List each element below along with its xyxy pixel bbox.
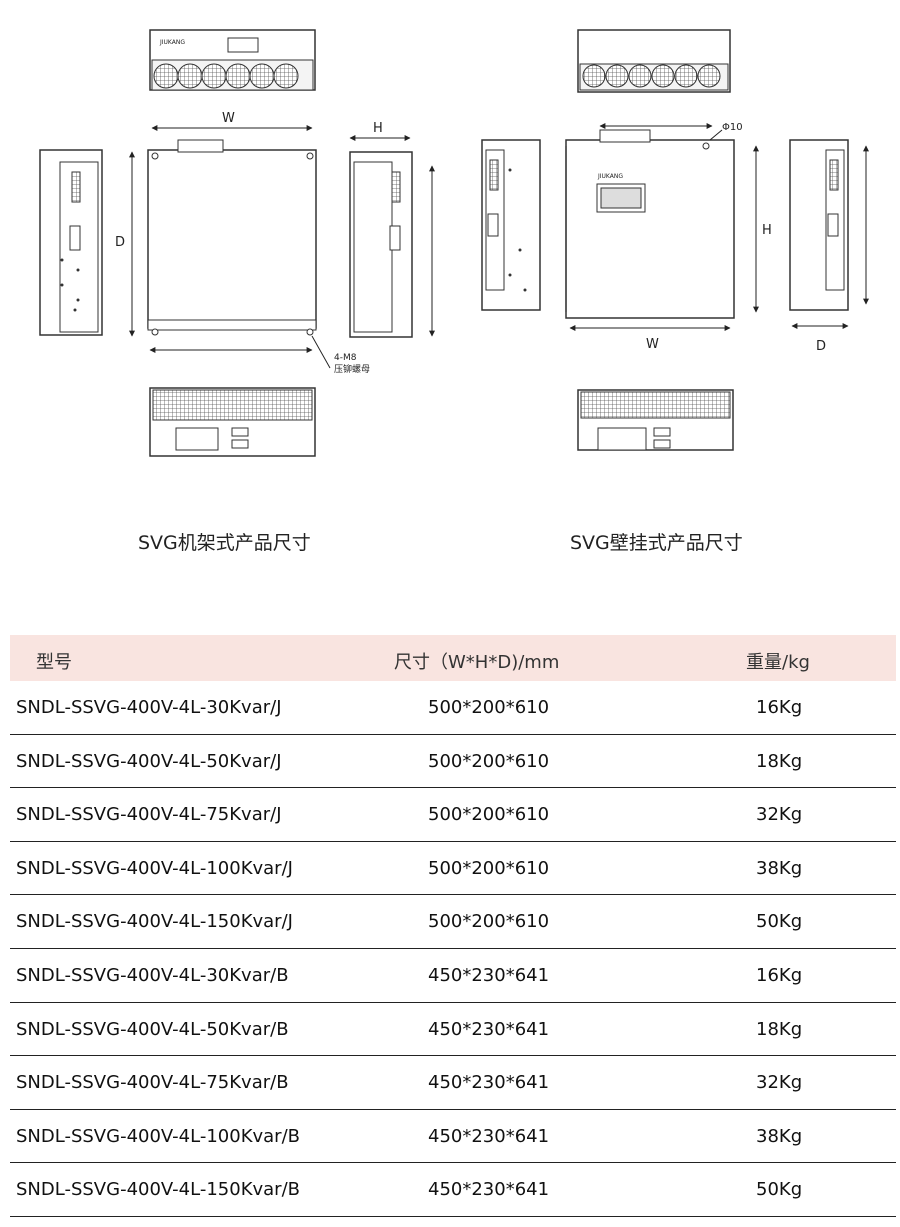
header-weight: 重量/kg [746, 652, 810, 673]
table-row: SNDL-SSVG-400V-4L-50Kvar/B 450*230*641 1… [10, 1003, 896, 1057]
wall-label-phi: Φ10 [722, 122, 743, 133]
wall-bottom-view [577, 389, 734, 451]
cell-model: SNDL-SSVG-400V-4L-100Kvar/B [16, 1125, 300, 1147]
wall-logo-text: JIUKANG [597, 173, 623, 180]
wall-label-w: W [646, 337, 659, 352]
table-header: 型号 尺寸（W*H*D)/mm 重量/kg [10, 635, 896, 681]
cell-weight: 32Kg [756, 804, 803, 826]
wall-side-view-left [481, 139, 541, 311]
cell-size: 500*200*610 [428, 857, 550, 879]
spec-table: 型号 尺寸（W*H*D)/mm 重量/kg SNDL-SSVG-400V-4L-… [10, 635, 896, 1217]
cell-weight: 16Kg [756, 964, 803, 986]
cell-model: SNDL-SSVG-400V-4L-75Kvar/J [16, 804, 282, 826]
table-row: SNDL-SSVG-400V-4L-30Kvar/J 500*200*610 1… [10, 681, 896, 735]
cell-size: 500*200*610 [428, 804, 550, 826]
cell-model: SNDL-SSVG-400V-4L-100Kvar/J [16, 857, 293, 879]
cell-size: 500*200*610 [428, 697, 550, 718]
cell-model: SNDL-SSVG-400V-4L-75Kvar/B [16, 1072, 289, 1094]
cell-weight: 50Kg [756, 1179, 803, 1201]
wall-front-view: JIUKANG Φ10 H W [565, 122, 772, 352]
table-row: SNDL-SSVG-400V-4L-100Kvar/B 450*230*641 … [10, 1110, 896, 1164]
table-row: SNDL-SSVG-400V-4L-75Kvar/B 450*230*641 3… [10, 1056, 896, 1110]
table-row: SNDL-SSVG-400V-4L-100Kvar/J 500*200*610 … [10, 842, 896, 896]
cell-model: SNDL-SSVG-400V-4L-50Kvar/J [16, 750, 282, 772]
cell-size: 450*230*641 [428, 1125, 550, 1147]
rack-top-view: W D 4-M8 压铆螺母 [115, 111, 370, 375]
cell-weight: 16Kg [756, 697, 803, 718]
cell-weight: 32Kg [756, 1072, 803, 1094]
wall-label-d: D [816, 339, 826, 354]
cell-weight: 50Kg [756, 911, 803, 933]
cell-weight: 38Kg [756, 857, 803, 879]
rack-caption: SVG机架式产品尺寸 [138, 532, 311, 554]
table-row: SNDL-SSVG-400V-4L-30Kvar/B 450*230*641 1… [10, 949, 896, 1003]
rack-note-nut-spec: 4-M8 [334, 353, 357, 363]
cell-model: SNDL-SSVG-400V-4L-30Kvar/B [16, 964, 289, 986]
header-model: 型号 [36, 652, 72, 673]
rack-front-view: JIUKANG [149, 29, 316, 91]
cell-model: SNDL-SSVG-400V-4L-50Kvar/B [16, 1018, 289, 1040]
table-row: SNDL-SSVG-400V-4L-150Kvar/J 500*200*610 … [10, 895, 896, 949]
wall-side-view-right: D [789, 139, 869, 354]
wall-caption: SVG壁挂式产品尺寸 [570, 532, 743, 554]
rack-side-view-right: H [349, 121, 435, 338]
cell-model: SNDL-SSVG-400V-4L-150Kvar/B [16, 1179, 300, 1201]
cell-weight: 18Kg [756, 750, 803, 772]
cell-model: SNDL-SSVG-400V-4L-150Kvar/J [16, 911, 293, 933]
rack-side-view-left [39, 149, 103, 336]
rack-label-d: D [115, 235, 125, 250]
cell-weight: 38Kg [756, 1125, 803, 1147]
rack-rear-view [149, 387, 316, 457]
cell-size: 450*230*641 [428, 1072, 550, 1094]
rack-logo-text: JIUKANG [159, 39, 185, 46]
cell-model: SNDL-SSVG-400V-4L-30Kvar/J [16, 697, 282, 718]
rack-label-h: H [373, 121, 383, 136]
rack-label-w: W [222, 111, 235, 126]
header-size: 尺寸（W*H*D)/mm [394, 652, 560, 673]
table-row: SNDL-SSVG-400V-4L-50Kvar/J 500*200*610 1… [10, 735, 896, 789]
cell-size: 500*200*610 [428, 911, 550, 933]
wall-top-view [577, 29, 731, 93]
rack-note-nut-type: 压铆螺母 [334, 363, 370, 375]
cell-size: 450*230*641 [428, 1018, 550, 1040]
cell-size: 450*230*641 [428, 1179, 550, 1201]
table-row: SNDL-SSVG-400V-4L-75Kvar/J 500*200*610 3… [10, 788, 896, 842]
cell-weight: 18Kg [756, 1018, 803, 1040]
cell-size: 450*230*641 [428, 964, 550, 986]
dimension-drawings: JIUKANG W D 4-M8 压铆螺母 H [39, 29, 869, 457]
table-row: SNDL-SSVG-400V-4L-150Kvar/B 450*230*641 … [10, 1163, 896, 1217]
wall-label-h: H [762, 223, 772, 238]
cell-size: 500*200*610 [428, 750, 550, 772]
